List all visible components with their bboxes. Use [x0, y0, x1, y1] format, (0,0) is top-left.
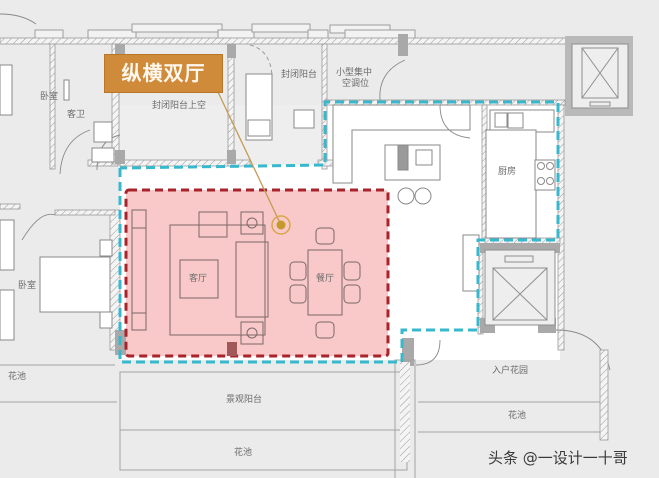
- callout-label: 纵横双厅: [104, 54, 223, 93]
- room-label-planter-bottom: 花池: [234, 448, 253, 458]
- callout-target-ring: [271, 215, 291, 235]
- room-label-planter-right: 花池: [508, 411, 527, 421]
- elevator-shaft-bottom: [484, 249, 556, 326]
- upper-fixtures: [0, 64, 315, 163]
- watermark: 头条 @一设计一十哥: [488, 449, 628, 467]
- bedroom-furniture: [0, 219, 113, 341]
- room-label-enclosed-balcony: 封闭阳台: [281, 70, 318, 80]
- room-label-bedroom-left: 卧室: [18, 281, 37, 291]
- room-label-kitchen: 厨房: [498, 167, 517, 177]
- room-label-ac-line2: 空调位: [342, 79, 370, 89]
- room-label-guest-bath: 客卫: [67, 110, 86, 120]
- kitchen-counters: [332, 104, 556, 292]
- interior-walls: [0, 43, 566, 351]
- room-label-enclosed-balcony-upper: 封闭阳台上空: [152, 101, 207, 111]
- room-label-bedroom-top: 卧室: [40, 92, 59, 102]
- room-label-ac-line1: 小型集中: [336, 68, 373, 78]
- callout-leader-line: [217, 91, 282, 226]
- elevator-shaft-top: [565, 36, 633, 116]
- callout-target-dot: [276, 220, 286, 230]
- room-label-dining-room: 餐厅: [316, 274, 335, 284]
- open-area-outline: [118, 100, 560, 364]
- room-label-living-room: 客厅: [189, 274, 208, 284]
- room-label-entry-garden: 入户花园: [492, 366, 529, 376]
- room-label-planter-left: 花池: [8, 372, 27, 382]
- room-label-view-balcony: 景观阳台: [226, 395, 263, 405]
- living-furniture: [131, 209, 361, 345]
